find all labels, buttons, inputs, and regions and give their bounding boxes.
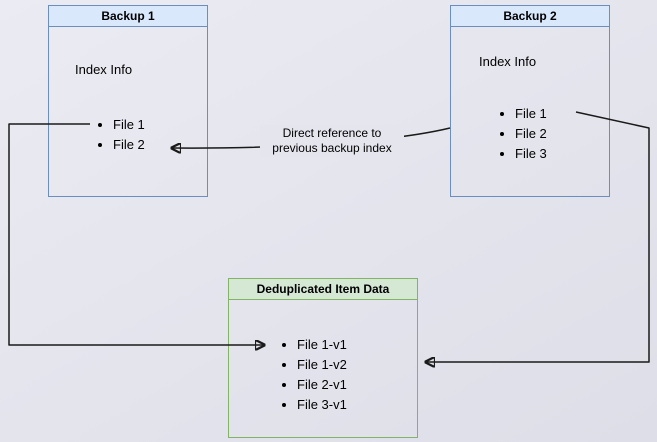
list-item: File 1-v1 (297, 335, 347, 355)
dedup-file-list: File 1-v1 File 1-v2 File 2-v1 File 3-v1 (229, 335, 347, 415)
backup2-title: Backup 2 (451, 6, 609, 27)
dedup-title: Deduplicated Item Data (229, 279, 417, 300)
list-item: File 2 (113, 135, 145, 155)
direct-reference-label: Direct reference to previous backup inde… (260, 125, 404, 157)
backup1-subtitle: Index Info (75, 62, 133, 77)
backup1-box: Backup 1 Index Info File 1 File 2 (48, 5, 208, 197)
backup2-file-list: File 1 File 2 File 3 (451, 104, 547, 164)
list-item: File 1 (515, 104, 547, 124)
dedup-box: Deduplicated Item Data File 1-v1 File 1-… (228, 278, 418, 438)
backup1-title: Backup 1 (49, 6, 207, 27)
list-item: File 1-v2 (297, 355, 347, 375)
backup2-subtitle: Index Info (479, 54, 537, 69)
backup2-box: Backup 2 Index Info File 1 File 2 File 3 (450, 5, 610, 197)
list-item: File 2 (515, 124, 547, 144)
list-item: File 2-v1 (297, 375, 347, 395)
list-item: File 3-v1 (297, 395, 347, 415)
list-item: File 1 (113, 115, 145, 135)
backup1-file-list: File 1 File 2 (49, 115, 145, 155)
list-item: File 3 (515, 144, 547, 164)
